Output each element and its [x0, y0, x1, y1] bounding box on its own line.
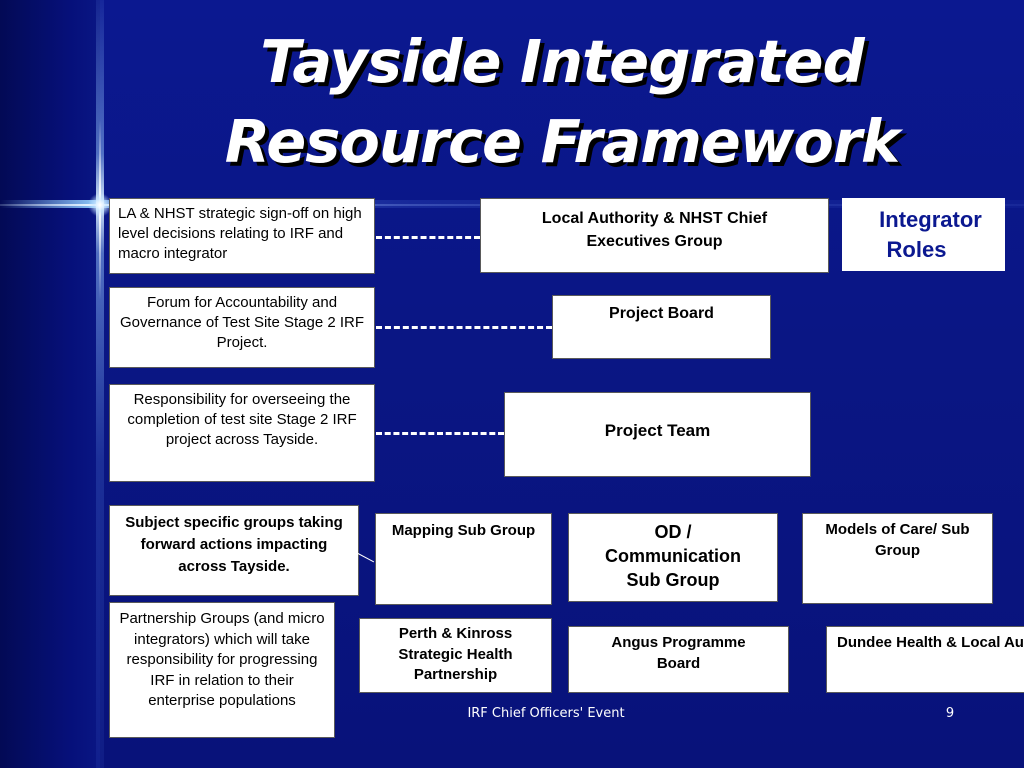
vertical-light-beam: [96, 0, 104, 768]
title-line-2: Resource Framework: [224, 107, 900, 176]
description-text: Partnership Groups (and micro integrator…: [119, 610, 325, 709]
integrator-roles-box: Integrator Roles: [842, 198, 1005, 271]
left-accent-strip: [0, 0, 100, 768]
footer-event-name: IRF Chief Officers' Event: [467, 706, 625, 721]
description-box-partnerships: Partnership Groups (and micro integrator…: [109, 602, 335, 738]
connector-tick: [357, 553, 375, 563]
exec-group-label: Local Authority & NHST Chief Executives …: [541, 210, 768, 250]
slide-title: Tayside Integrated Resource Framework: [100, 22, 1024, 182]
mapping-sub-group-box: Mapping Sub Group: [375, 513, 552, 605]
project-board-box: Project Board: [552, 295, 771, 359]
od-communication-sub-group-box: OD / Communication Sub Group: [568, 513, 778, 602]
description-box-strategic: LA & NHST strategic sign-off on high lev…: [109, 198, 375, 274]
sub-group-label: OD / Communication Sub Group: [604, 522, 741, 590]
description-text: Responsibility for overseeing the comple…: [127, 391, 357, 448]
description-box-oversight: Responsibility for overseeing the comple…: [109, 384, 375, 482]
footer-page-number: 9: [945, 706, 955, 721]
description-box-governance: Forum for Accountability and Governance …: [109, 287, 375, 368]
project-team-box: Project Team: [504, 392, 811, 477]
partnership-label: Dundee Health & Local Authority Manageme…: [837, 634, 1024, 651]
dashed-connector-exec: [376, 236, 480, 239]
description-text: Subject specific groups taking forward a…: [125, 514, 343, 575]
integrator-roles-label: Integrator Roles: [879, 207, 982, 262]
partnership-label: Perth & Kinross Strategic Health Partner…: [398, 625, 513, 683]
partnership-label: Angus Programme Board: [611, 634, 746, 672]
perth-kinross-partnership-box: Perth & Kinross Strategic Health Partner…: [359, 618, 552, 693]
description-box-subject-groups: Subject specific groups taking forward a…: [109, 505, 359, 596]
sub-group-label: Mapping Sub Group: [391, 522, 536, 539]
description-text: Forum for Accountability and Governance …: [119, 294, 365, 351]
exec-group-box: Local Authority & NHST Chief Executives …: [480, 198, 829, 273]
sub-group-label: Models of Care/ Sub Group: [825, 521, 970, 559]
light-flare: [88, 193, 112, 217]
angus-programme-board-box: Angus Programme Board: [568, 626, 789, 693]
dashed-connector-team: [376, 432, 504, 435]
models-of-care-sub-group-box: Models of Care/ Sub Group: [802, 513, 993, 604]
dashed-connector-board: [376, 326, 552, 329]
dundee-management-group-box: Dundee Health & Local Authority Manageme…: [826, 626, 1024, 693]
project-team-label: Project Team: [604, 421, 711, 440]
title-line-1: Tayside Integrated: [260, 27, 865, 96]
description-text: LA & NHST strategic sign-off on high lev…: [118, 205, 362, 262]
project-board-label: Project Board: [609, 305, 714, 322]
